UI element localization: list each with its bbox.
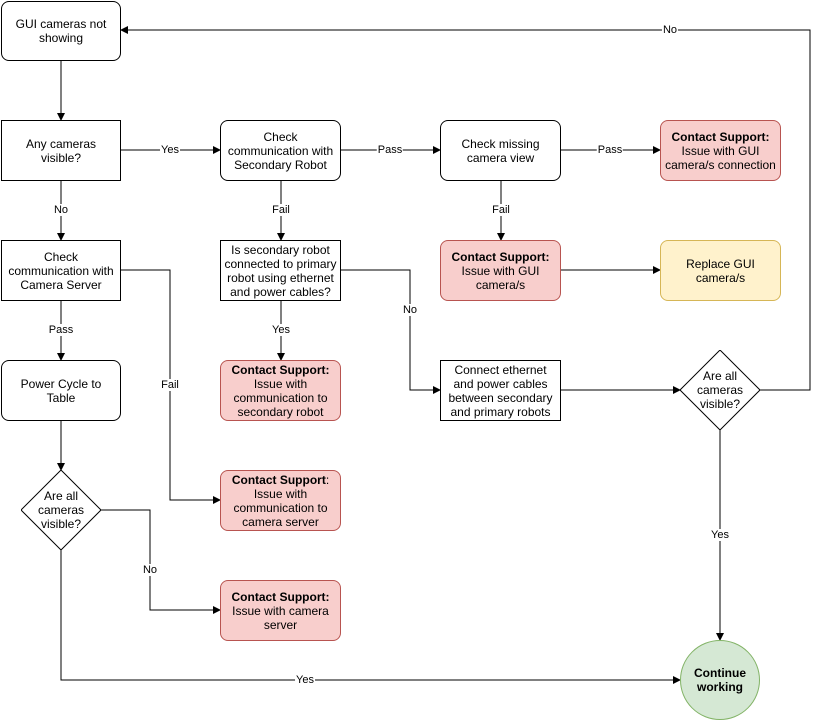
edge-label-pass: Pass <box>47 324 75 336</box>
edge-decision-left-to-support-camera-server <box>101 509 221 614</box>
decision-all-cameras-visible-right: Are all cameras visible? <box>680 350 760 430</box>
node-label: Issue with communication to secondary ro… <box>233 376 328 419</box>
edge-label-fail: Fail <box>160 379 180 391</box>
node-support-gui-camera: Contact Support: Issue with GUI camera/s <box>440 240 561 301</box>
node-label: Issue with camera server <box>232 603 329 632</box>
edge-label-no: No <box>401 304 419 316</box>
diamond-shape <box>680 350 760 430</box>
node-heading-colon: : <box>325 472 330 487</box>
edge-label-pass: Pass <box>376 144 404 156</box>
node-check-missing-camera-view: Check missing camera view <box>440 120 561 181</box>
node-label: Issue with GUI camera/s connection <box>665 143 776 172</box>
edge-label-pass: Pass <box>596 144 624 156</box>
decision-label: Are all cameras visible? <box>697 369 744 411</box>
edge-label-no: No <box>141 564 159 576</box>
node-replace-gui-camera: Replace GUI camera/s <box>660 240 781 301</box>
node-heading: Contact Support: <box>671 129 770 144</box>
node-label: Issue with GUI camera/s <box>461 263 540 292</box>
decision-label: Are all cameras visible? <box>38 489 85 531</box>
node-label: Power Cycle to Table <box>20 376 102 405</box>
edge-label-fail: Fail <box>271 204 291 216</box>
node-heading: Contact Support: <box>231 362 330 377</box>
node-support-camera-server-comm: Contact Support: Issue with communicatio… <box>220 470 341 531</box>
node-label: Connect ethernet and power cables betwee… <box>448 362 553 419</box>
node-label: Check missing camera view <box>461 136 540 165</box>
node-gui-cameras-not-showing: GUI cameras not showing <box>1 1 121 61</box>
node-label: Check communication with Camera Server <box>8 249 114 292</box>
node-is-secondary-connected: Is secondary robot connected to primary … <box>220 240 341 301</box>
node-support-gui-camera-connection: Contact Support: Issue with GUI camera/s… <box>660 120 781 181</box>
node-label: Continue working <box>694 666 746 694</box>
node-label: Is secondary robot connected to primary … <box>224 242 337 299</box>
edge-label-yes: Yes <box>160 144 180 156</box>
node-heading: Contact Support <box>231 472 326 487</box>
node-support-camera-server: Contact Support: Issue with camera serve… <box>220 580 341 641</box>
edge-decision-left-to-continue <box>60 550 681 684</box>
node-check-camera-server: Check communication with Camera Server <box>1 240 121 301</box>
node-heading: Contact Support: <box>451 249 550 264</box>
node-label: Issue with communication to camera serve… <box>233 486 328 529</box>
node-heading: Contact Support: <box>231 589 330 604</box>
edge-label-fail: Fail <box>491 204 511 216</box>
node-connect-cables: Connect ethernet and power cables betwee… <box>440 360 561 421</box>
node-continue-working: Continue working <box>680 640 760 720</box>
edge-label-no: No <box>52 204 70 216</box>
node-label: Replace GUI camera/s <box>686 256 755 285</box>
edge-label-yes: Yes <box>295 674 315 686</box>
node-any-cameras-visible: Any cameras visible? <box>1 120 121 181</box>
decision-all-cameras-visible-left: Are all cameras visible? <box>21 470 101 550</box>
edge-is-connected-to-connect-cables <box>341 269 441 394</box>
node-label: Any cameras visible? <box>25 136 97 165</box>
node-label: Check communication with Secondary Robot <box>227 129 334 172</box>
edge-label-no: No <box>661 24 679 36</box>
diamond-shape <box>21 470 101 550</box>
edge-label-yes: Yes <box>710 529 730 541</box>
node-support-secondary-robot: Contact Support: Issue with communicatio… <box>220 360 341 421</box>
edge-decision-right-to-start <box>120 26 811 391</box>
edge-label-yes: Yes <box>271 324 291 336</box>
node-label: GUI cameras not showing <box>15 17 107 45</box>
node-power-cycle-table: Power Cycle to Table <box>1 360 121 421</box>
node-check-secondary-robot: Check communication with Secondary Robot <box>220 120 341 181</box>
